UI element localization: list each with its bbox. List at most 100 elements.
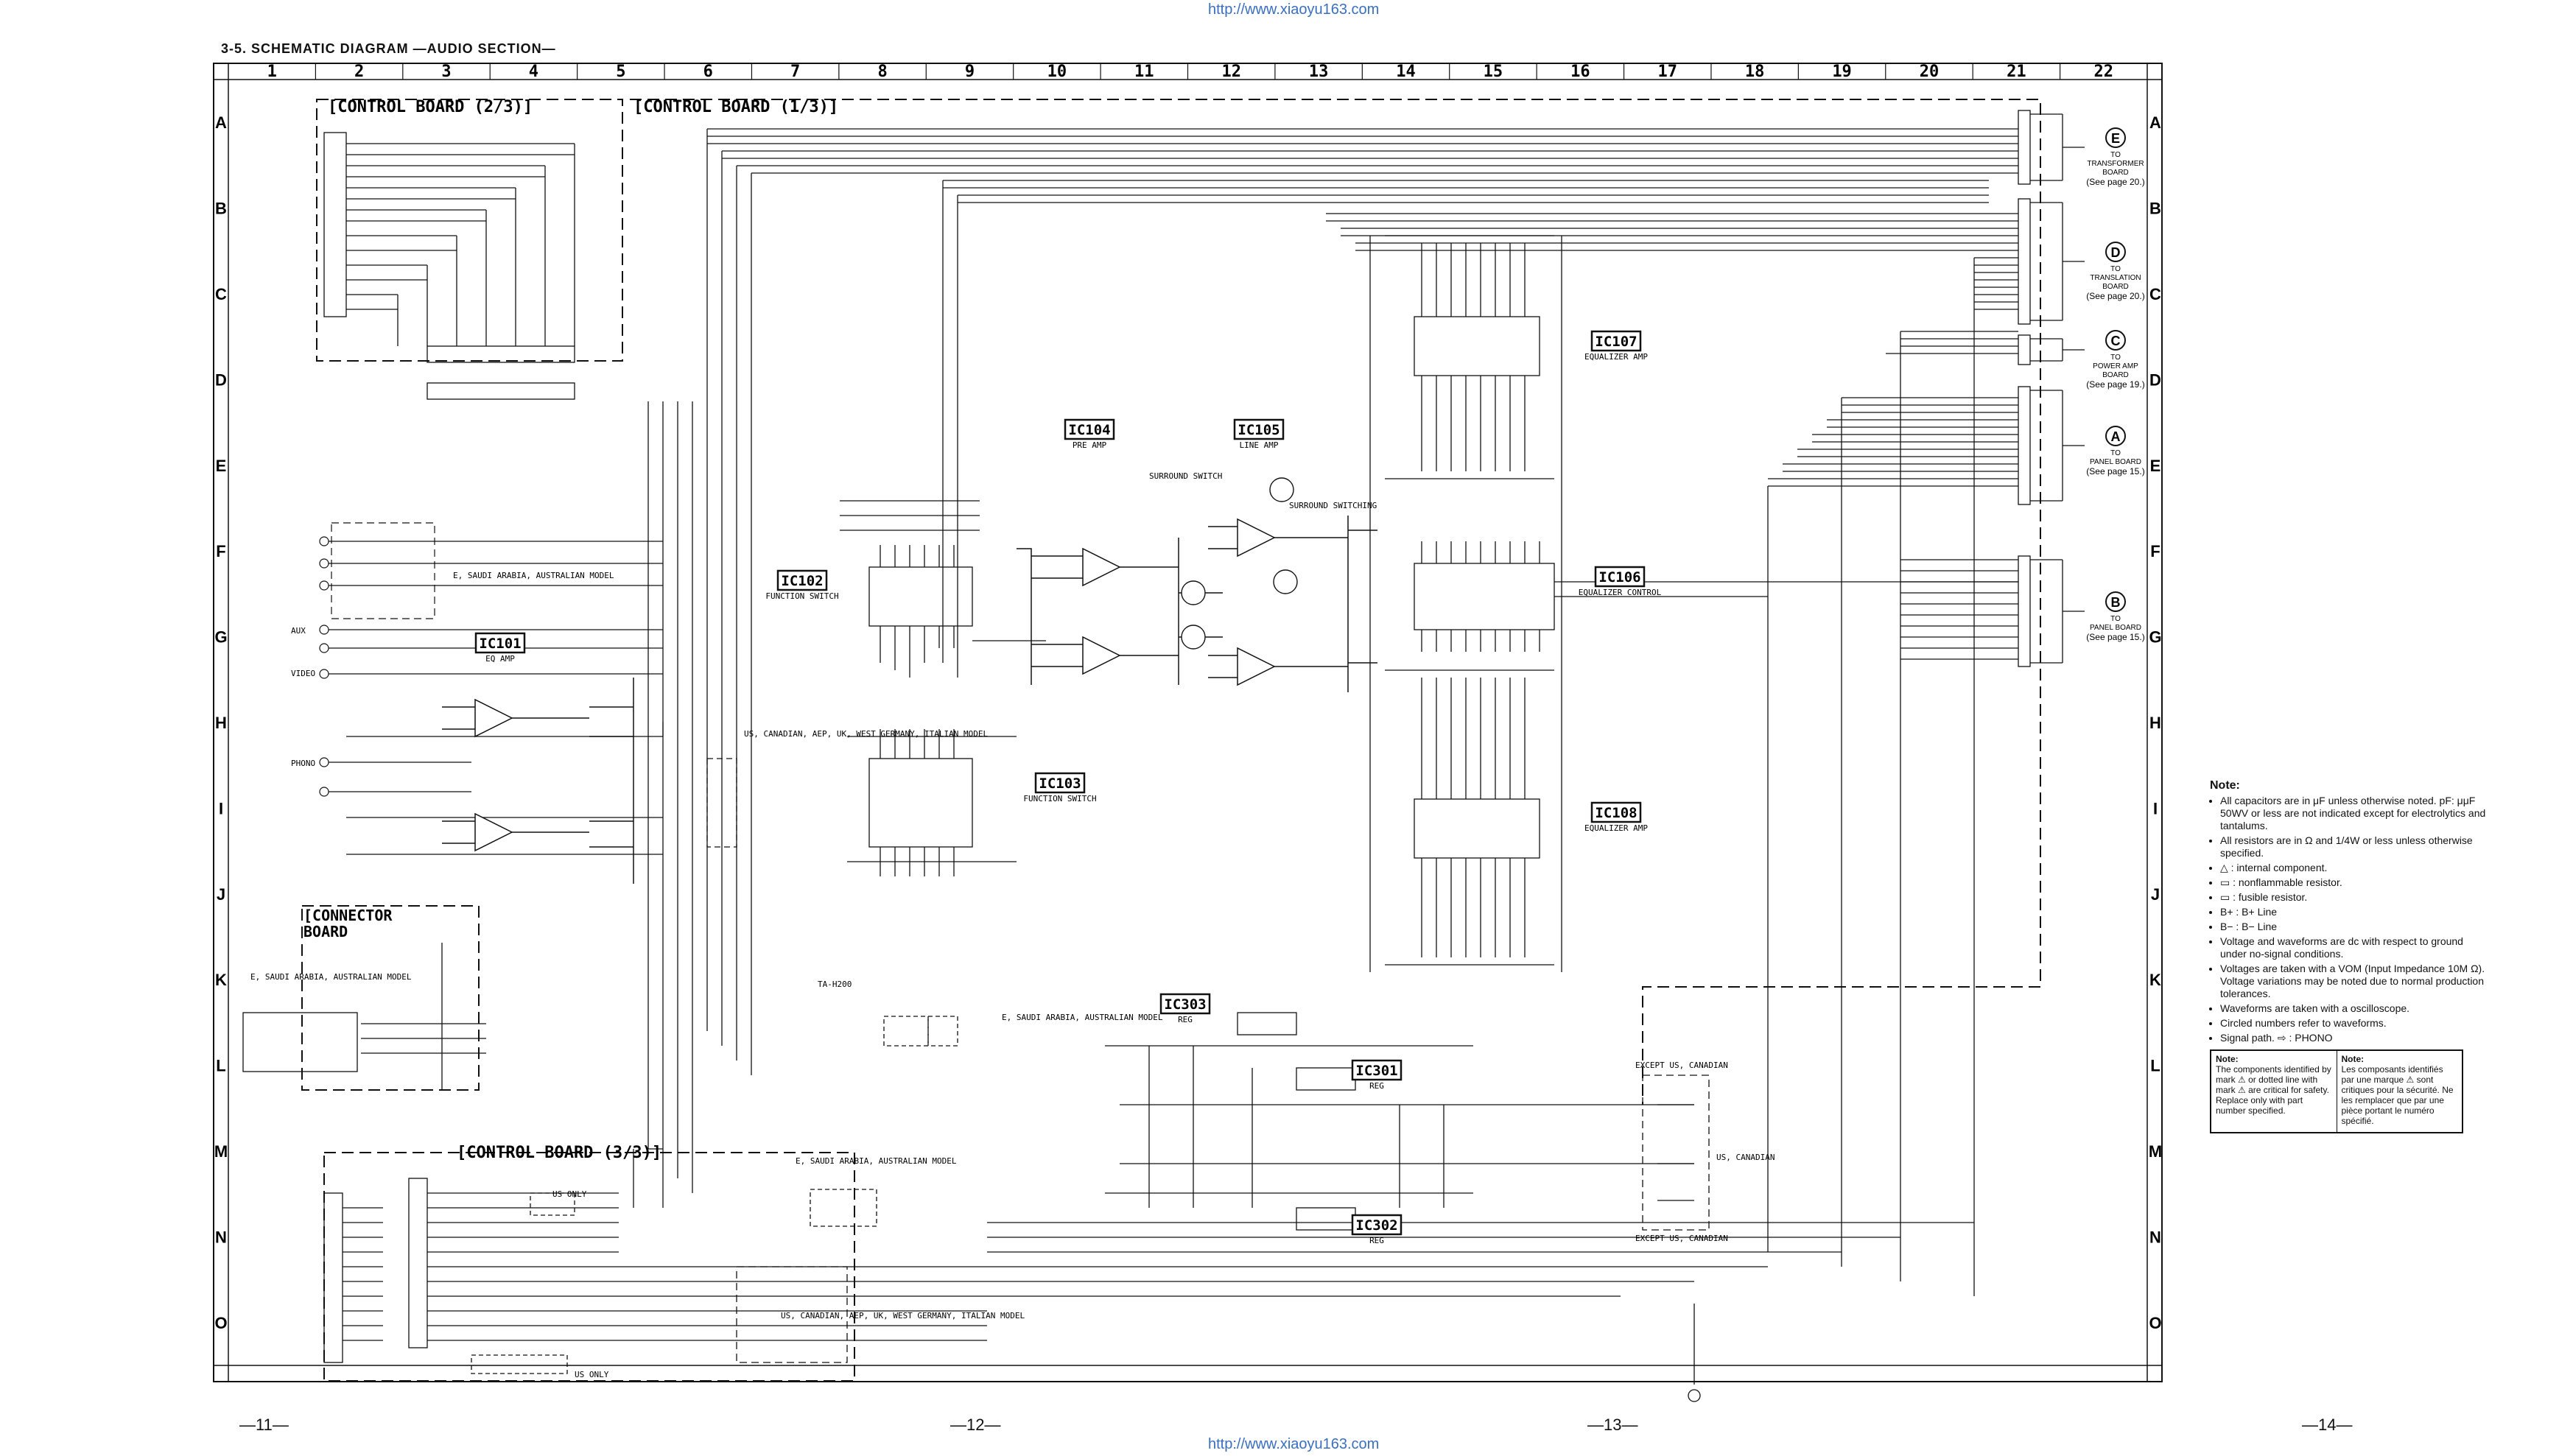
ic107-id: IC107 bbox=[1595, 334, 1637, 350]
row-label-right-L: L bbox=[2150, 1057, 2160, 1075]
ic101-function: EQ AMP bbox=[485, 654, 515, 664]
ic106-function: EQUALIZER CONTROL bbox=[1579, 588, 1662, 597]
surround-transistors bbox=[1179, 477, 1298, 650]
conn-b-board: PANEL BOARD bbox=[2090, 624, 2141, 632]
ic102-chip bbox=[840, 500, 1046, 678]
ic103-function: FUNCTION SWITCH bbox=[1023, 794, 1096, 803]
note-item: △ : internal component. bbox=[2220, 862, 2490, 874]
us-only-label-1: US ONLY bbox=[552, 1189, 587, 1199]
column-label-6: 6 bbox=[703, 63, 713, 81]
conn-e-letter: E bbox=[2111, 131, 2120, 146]
note-item: All resistors are in Ω and 1/4W or less … bbox=[2220, 834, 2490, 859]
conn-c-board-2: BOARD bbox=[2102, 371, 2129, 379]
column-label-11: 11 bbox=[1134, 63, 1154, 81]
column-label-9: 9 bbox=[965, 63, 975, 81]
column-label-19: 19 bbox=[1832, 63, 1852, 81]
column-label-14: 14 bbox=[1396, 63, 1416, 81]
conn-b-letter: B bbox=[2111, 595, 2121, 610]
conn-c-circle bbox=[2105, 330, 2126, 351]
control-board-2-3: [CONTROL BOARD (2/3)] bbox=[316, 98, 623, 400]
ic302-id: IC302 bbox=[1355, 1217, 1397, 1234]
column-label-2: 2 bbox=[354, 63, 364, 81]
column-label-4: 4 bbox=[529, 63, 538, 81]
conn-e-page: (See page 20.) bbox=[2086, 177, 2144, 187]
frame bbox=[213, 63, 2163, 1382]
header-url[interactable]: http://www.xiaoyu163.com bbox=[1208, 1, 1380, 18]
ta-h200-label: TA-H200 bbox=[818, 980, 852, 989]
note-item: Waveforms are taken with a oscilloscope. bbox=[2220, 1002, 2490, 1015]
ic303-id: IC303 bbox=[1164, 996, 1206, 1013]
row-label-left-H: H bbox=[215, 714, 227, 732]
ic102-id: IC102 bbox=[781, 573, 823, 589]
row-label-right-E: E bbox=[2150, 457, 2161, 475]
row-label-right-N: N bbox=[2149, 1228, 2161, 1246]
input-jacks bbox=[319, 522, 664, 855]
row-label-right-I: I bbox=[2153, 799, 2158, 817]
aux-label: AUX bbox=[291, 626, 306, 636]
row-label-left-L: L bbox=[216, 1057, 225, 1075]
ic103-id: IC103 bbox=[1039, 776, 1081, 792]
ic107-function: EQUALIZER AMP bbox=[1584, 352, 1648, 362]
safety-note-en-title: Note: bbox=[2216, 1054, 2239, 1064]
safety-note-fr-title: Note: bbox=[2341, 1054, 2365, 1064]
ic101-opamps bbox=[442, 678, 634, 884]
row-label-right-H: H bbox=[2149, 714, 2161, 732]
column-label-13: 13 bbox=[1309, 63, 1329, 81]
us-canadian-label: US, CANADIAN bbox=[1716, 1153, 1775, 1162]
notes-list: All capacitors are in μF unless otherwis… bbox=[2210, 795, 2490, 1044]
footer-url[interactable]: http://www.xiaoyu163.com bbox=[1208, 1436, 1380, 1452]
note-item: Circled numbers refer to waveforms. bbox=[2220, 1017, 2490, 1030]
phono-jack-label: PHONO bbox=[291, 759, 315, 768]
connector-board-label-2: BOARD bbox=[303, 923, 348, 940]
row-label-left-O: O bbox=[214, 1314, 227, 1332]
column-label-20: 20 bbox=[1920, 63, 1940, 81]
model-note-label-3: E, SAUDI ARABIA, AUSTRALIAN MODEL bbox=[796, 1156, 957, 1166]
conn-c-letter: C bbox=[2111, 334, 2121, 348]
ic107-chip bbox=[1369, 235, 1562, 972]
ic105-function: LINE AMP bbox=[1240, 440, 1279, 450]
row-label-right-A: A bbox=[2149, 113, 2161, 132]
row-label-left-N: N bbox=[215, 1228, 227, 1246]
ic106-id: IC106 bbox=[1598, 569, 1640, 585]
conn-b-page: (See page 15.) bbox=[2086, 632, 2144, 642]
surround-switching-label: SURROUND SWITCHING bbox=[1289, 501, 1377, 510]
note-item: ▭ : fusible resistor. bbox=[2220, 891, 2490, 904]
column-label-22: 22 bbox=[2094, 63, 2114, 81]
row-label-right-D: D bbox=[2149, 370, 2161, 389]
diagram-title: 3-5. SCHEMATIC DIAGRAM —AUDIO SECTION— bbox=[221, 41, 556, 56]
conn-d-circle bbox=[2105, 242, 2126, 262]
row-label-left-G: G bbox=[214, 628, 227, 647]
safety-note-en-text: The components identified by mark ⚠ or d… bbox=[2216, 1064, 2331, 1116]
column-label-15: 15 bbox=[1484, 63, 1503, 81]
conn-b-to: TO bbox=[2110, 615, 2121, 623]
video-label: VIDEO bbox=[291, 669, 315, 678]
conn-d-letter: D bbox=[2111, 245, 2121, 260]
bus-wiring bbox=[619, 128, 2018, 1341]
ic301-id: IC301 bbox=[1355, 1063, 1397, 1079]
note-item: All capacitors are in μF unless otherwis… bbox=[2220, 795, 2490, 832]
conn-a-board: PANEL BOARD bbox=[2090, 458, 2141, 466]
ic107-label-box bbox=[1590, 330, 1642, 352]
ic105-opamps bbox=[1208, 516, 1377, 692]
ic104-opamps bbox=[1017, 538, 1179, 685]
ic301-label-box bbox=[1351, 1059, 1403, 1081]
column-label-16: 16 bbox=[1570, 63, 1590, 81]
conn-e-board-2: BOARD bbox=[2102, 169, 2129, 177]
ic108-label-box bbox=[1590, 801, 1642, 823]
conn-e-board: TRANSFORMER bbox=[2087, 160, 2144, 168]
notes-panel: Note: All capacitors are in μF unless ot… bbox=[2210, 779, 2490, 1047]
column-label-5: 5 bbox=[616, 63, 625, 81]
row-label-left-B: B bbox=[215, 200, 227, 218]
surround-switch-label: SURROUND SWITCH bbox=[1149, 471, 1222, 481]
row-label-left-D: D bbox=[215, 370, 227, 389]
ic106-chip bbox=[1414, 541, 2018, 652]
connector-board: [CONNECTOR BOARD bbox=[242, 905, 486, 1091]
us-models-label-1: US, CANADIAN, AEP, UK, WEST GERMANY, ITA… bbox=[744, 729, 989, 739]
conn-d-board-2: BOARD bbox=[2102, 283, 2129, 291]
column-label-1: 1 bbox=[267, 63, 277, 81]
safety-note-en: Note: The components identified by mark … bbox=[2211, 1051, 2337, 1132]
